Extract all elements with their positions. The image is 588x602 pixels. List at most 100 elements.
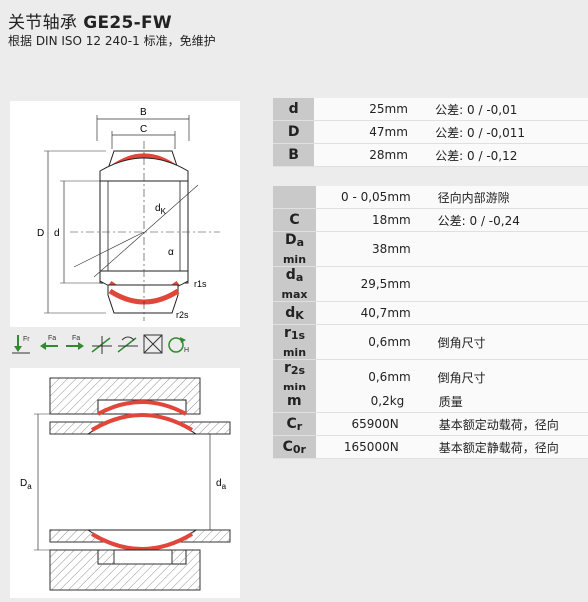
symbol-main: m [287, 393, 302, 409]
row-unit: mm [384, 143, 436, 167]
symbol-main: d [288, 101, 299, 117]
symbol-subscript: 1s min [282, 329, 307, 359]
row-note [437, 266, 588, 302]
symbol-subscript: a min [282, 236, 307, 266]
row-value: 0 - 0,05 [316, 186, 388, 209]
symbol-main: C [282, 438, 293, 455]
row-value: 0,6 [316, 324, 388, 360]
row-note: 质量 [438, 390, 588, 413]
row-value: 28 [314, 143, 385, 167]
symbol-main: r [283, 325, 291, 341]
row-value: 40,7 [316, 301, 388, 325]
label-r2s: r2s [176, 310, 189, 320]
oscillation-icon [117, 336, 138, 353]
rotation-icon: H [168, 337, 189, 354]
row-note: 倒角尺寸 [437, 359, 588, 395]
row-note: 公差: 0 / -0,011 [435, 120, 588, 144]
row-note: 公差: 0 / -0,24 [437, 208, 588, 232]
symbol-main: C [286, 415, 297, 432]
row-note: 径向内部游隙 [437, 186, 588, 209]
row-value: 38 [316, 231, 388, 267]
symbol-main: d [285, 304, 296, 321]
symbol-main: r [283, 360, 291, 376]
label-r1s: r1s [194, 279, 207, 289]
row-unit: mm [387, 231, 438, 267]
symbol-main: D [287, 124, 300, 140]
symbol-main: D [284, 232, 297, 248]
row-symbol: r1s min [273, 324, 317, 360]
tilt-icon [91, 336, 112, 354]
label-d: d [54, 228, 60, 239]
row-symbol: B [273, 143, 315, 167]
row-value: 0,2 [315, 390, 390, 413]
page-subtitle: 根据 DIN ISO 12 240-1 标准，免维护 [8, 34, 216, 48]
row-symbol: da max [273, 266, 317, 302]
row-value: 25 [314, 98, 385, 121]
row-note: 公差: 0 / -0,12 [435, 143, 588, 167]
row-symbol: D [273, 120, 315, 144]
label-D: D [37, 228, 44, 239]
row-unit: N [389, 435, 439, 459]
row-unit: mm [387, 186, 438, 209]
row-symbol: m [273, 390, 316, 413]
title-model: GE25-FW [83, 13, 172, 33]
row-value: 47 [314, 120, 385, 144]
row-unit: mm [384, 98, 436, 121]
row-unit: mm [387, 324, 438, 360]
label-Da: Da [20, 478, 32, 491]
row-unit: kg [389, 390, 439, 413]
row-note: 基本额定动载荷，径向 [438, 412, 588, 436]
row-value: 0,6 [316, 359, 388, 395]
row-value: 65900 [315, 412, 390, 436]
row-note: 基本额定静载荷，径向 [438, 435, 588, 459]
symbol-main: C [289, 212, 300, 228]
label-da: da [216, 478, 227, 491]
svg-text:H: H [184, 347, 189, 354]
row-symbol: d [273, 98, 315, 121]
axial-load-left-icon: Fa [40, 335, 58, 350]
abutment-dimension-drawing: Da da [10, 368, 240, 598]
symbol-subscript: 0r [292, 442, 306, 456]
label-alpha: α [168, 247, 174, 258]
row-unit: mm [387, 208, 438, 232]
row-symbol: dK [273, 301, 317, 325]
row-unit: mm [384, 120, 436, 144]
symbol-subscript: a max [281, 271, 308, 301]
bearing-dimension-drawing: B C D d dK α r1s r2s [10, 101, 240, 327]
row-symbol: r2s min [273, 359, 317, 395]
title-category: 关节轴承 [8, 13, 78, 33]
row-symbol: C0r [273, 435, 316, 459]
row-symbol: C [273, 208, 317, 232]
row-value: 29,5 [316, 266, 388, 302]
symbol-subscript: r [296, 419, 303, 433]
axial-load-right-icon: Fa [66, 335, 84, 350]
no-relubrication-icon [143, 334, 163, 354]
symbol-main: B [288, 147, 299, 163]
row-note: 公差: 0 / -0,01 [435, 98, 588, 121]
radial-load-icon: Fr [12, 335, 30, 354]
row-symbol [273, 186, 317, 209]
label-B: B [140, 107, 147, 118]
row-symbol: Da min [273, 231, 317, 267]
symbol-subscript: K [295, 308, 304, 322]
row-unit: mm [387, 266, 438, 302]
row-symbol: Cr [273, 412, 316, 436]
label-dK: dK [155, 203, 167, 216]
row-unit: mm [387, 301, 438, 325]
